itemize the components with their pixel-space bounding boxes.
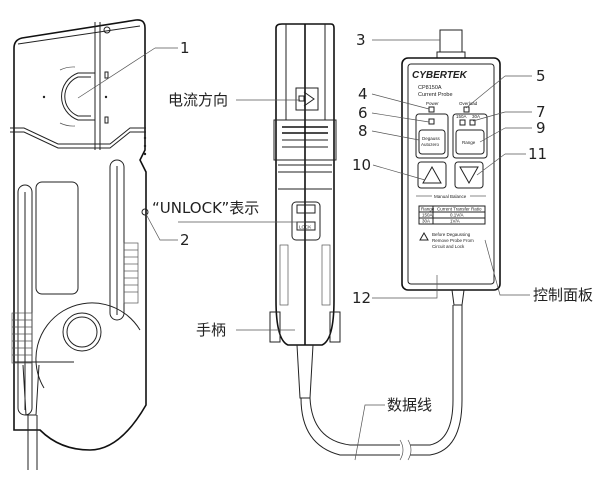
label-control-panel: 控制面板 [533, 286, 593, 304]
manual-balance-label: Manual Balance [434, 194, 467, 199]
range-30-label: 30A [472, 114, 480, 119]
probe-edge-view: LOCK [269, 23, 463, 461]
callout-4: 4 [358, 85, 368, 103]
callout-2: 2 [180, 231, 190, 249]
warning-text: Remove Probe From [432, 238, 474, 243]
table-cell: 30A [422, 219, 430, 224]
unlock-button-icon [141, 208, 149, 216]
autozero-label: Autozero [421, 142, 440, 147]
label-data-cable: 数据线 [387, 396, 432, 414]
balance-up-button[interactable] [417, 161, 447, 189]
callout-5: 5 [536, 67, 546, 85]
table-cell: 1V/A [450, 219, 460, 224]
control-panel: CYBERTEK CP8150A Current Probe Power Ove… [401, 29, 501, 306]
overload-label: Overload [459, 101, 478, 106]
callout-11: 11 [528, 145, 547, 163]
label-current-direction: 电流方向 [168, 91, 228, 109]
unlock-indicator-window [291, 201, 321, 241]
balance-down-button[interactable] [454, 161, 484, 189]
degauss-autozero-button[interactable] [418, 129, 446, 155]
grip-texture [11, 242, 139, 364]
table-header: Range [421, 207, 435, 212]
range-30-led [469, 119, 476, 126]
warning-text: Before Degaussing [432, 232, 471, 237]
overload-led [463, 106, 470, 113]
callout-6: 6 [358, 104, 368, 122]
bnc-connector [439, 29, 463, 53]
callout-9: 9 [536, 119, 546, 137]
warning-text: Circuit and Lock [432, 244, 465, 249]
range-150-led [459, 119, 466, 126]
power-label: Power [426, 101, 439, 106]
callout-7: 7 [536, 103, 546, 121]
callout-1: 1 [180, 39, 190, 57]
callout-12: 12 [352, 289, 371, 307]
label-unlock-indicator: “UNLOCK”表示 [152, 199, 259, 217]
range-button[interactable] [455, 129, 485, 155]
table-header: Current Transfer Ratio [437, 207, 482, 212]
range-150-label: 150A [456, 114, 467, 119]
model-name: CP8150A [418, 85, 442, 91]
callout-10: 10 [352, 156, 371, 174]
degauss-led [428, 118, 435, 125]
probe-side-view [10, 19, 149, 470]
brand-logo: CYBERTEK [412, 70, 468, 81]
callout-3: 3 [356, 31, 366, 49]
lock-window-text: LOCK [299, 225, 311, 230]
triangle-down-icon [459, 166, 479, 185]
model-subtitle: Current Probe [418, 92, 453, 98]
degauss-label: Degauss [422, 136, 441, 141]
screw-icon [103, 26, 111, 34]
warning-icon [419, 231, 429, 241]
range-button-label: Range [462, 140, 476, 145]
callout-8: 8 [358, 122, 368, 140]
label-handle: 手柄 [196, 321, 226, 339]
table-cell: 150A [422, 213, 433, 218]
triangle-up-icon [422, 165, 442, 184]
table-cell: 0.1V/A [450, 213, 464, 218]
power-led [428, 106, 435, 113]
ratio-table: Range Current Transfer Ratio 150A 0.1V/A… [418, 205, 486, 225]
current-direction-indicator [295, 87, 319, 111]
